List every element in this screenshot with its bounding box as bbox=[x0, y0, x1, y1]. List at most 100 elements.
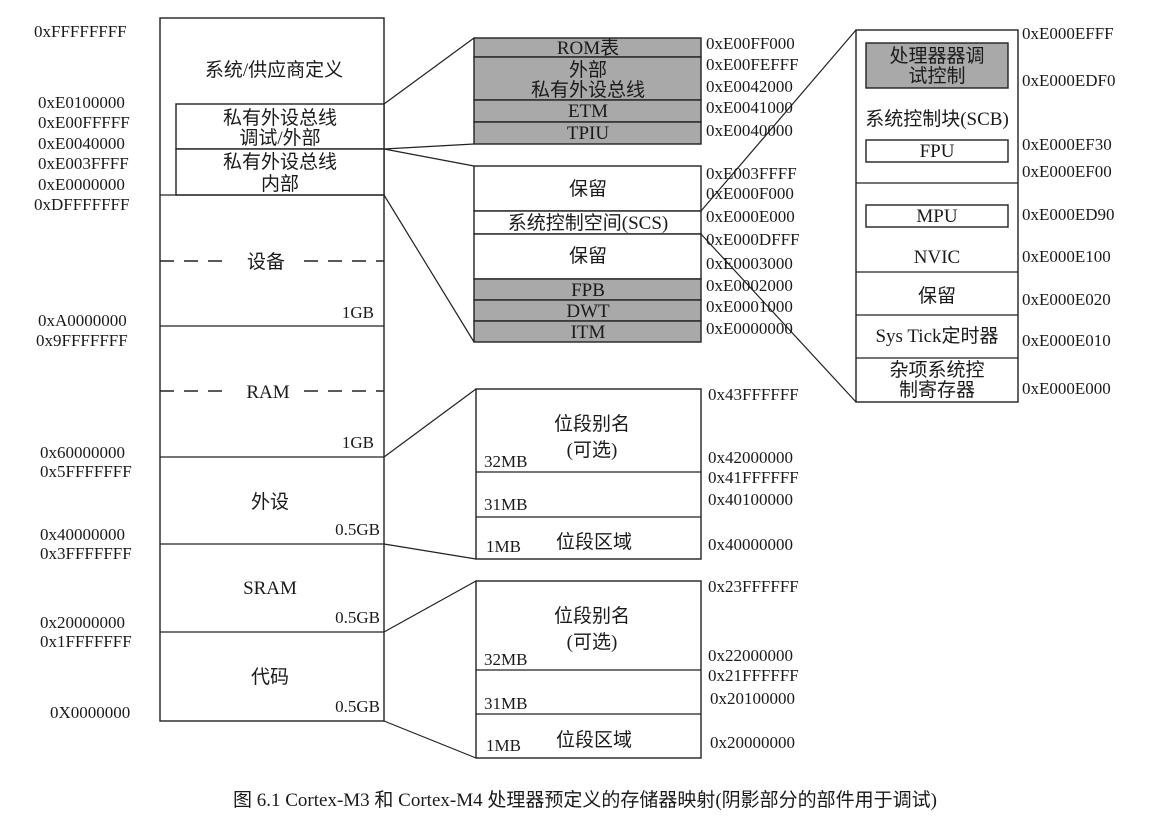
addr-e000e020: 0xE000E020 bbox=[1022, 290, 1111, 309]
addr-e000f000: 0xE000F000 bbox=[706, 184, 794, 203]
scs-label: 系统控制空间(SCS) bbox=[508, 212, 668, 234]
bb-sram-alias-label-1: 位段别名 bbox=[554, 605, 630, 627]
external-label-2: 私有外设总线 bbox=[531, 79, 645, 101]
addr-41ffffff: 0x41FFFFFF bbox=[708, 468, 799, 487]
addr-e0001000: 0xE0001000 bbox=[706, 297, 793, 316]
bb-sram-size-1: 1MB bbox=[486, 736, 521, 755]
addr-22000000: 0x22000000 bbox=[708, 646, 793, 665]
ppb-external-label-1: 私有外设总线 bbox=[223, 107, 337, 129]
bb-periph-frame bbox=[475, 388, 702, 560]
misc-label-1: 杂项系统控 bbox=[889, 359, 984, 381]
ppb-external-detail: ROM表 外部 私有外设总线 ETM TPIU 0xE00FF000 0xE00… bbox=[473, 34, 799, 145]
ram-region-label: RAM bbox=[246, 382, 289, 403]
addr-43ffffff: 0x43FFFFFF bbox=[708, 385, 799, 404]
connector-scs-bottom bbox=[700, 233, 857, 403]
addr-40000000-bb: 0x40000000 bbox=[708, 535, 793, 554]
addr-dfffffff: 0xDFFFFFFF bbox=[34, 195, 129, 214]
addr-40100000: 0x40100000 bbox=[708, 490, 793, 509]
bitband-peripheral-detail: 位段别名 (可选) 32MB 31MB 1MB 位段区域 0x43FFFFFF … bbox=[475, 385, 799, 560]
addr-e000e000-ppb: 0xE000E000 bbox=[706, 207, 795, 226]
etm-label: ETM bbox=[568, 101, 608, 122]
nvic-label: NVIC bbox=[914, 247, 960, 268]
vendor-region-label: 系统/供应商定义 bbox=[205, 59, 343, 81]
scb-label: 系统控制块(SCB) bbox=[865, 108, 1009, 130]
addr-e0000000: 0xE0000000 bbox=[38, 175, 125, 194]
addr-00000000: 0X0000000 bbox=[50, 703, 130, 722]
addr-e0040000: 0xE0040000 bbox=[38, 134, 125, 153]
addr-42000000: 0x42000000 bbox=[708, 448, 793, 467]
addr-20100000: 0x20100000 bbox=[710, 689, 795, 708]
connector-scs-top bbox=[700, 29, 857, 212]
addr-40000000: 0x40000000 bbox=[40, 525, 125, 544]
figure-caption: 图 6.1 Cortex-M3 和 Cortex-M4 处理器预定义的存储器映射… bbox=[233, 789, 937, 811]
addr-20000000-bb: 0x20000000 bbox=[710, 733, 795, 752]
addr-e000edf0: 0xE000EDF0 bbox=[1022, 71, 1116, 90]
connector-ppb-int-top bbox=[383, 148, 475, 167]
ram-label-mask bbox=[232, 378, 302, 404]
bb-sram-region-label: 位段区域 bbox=[556, 729, 632, 751]
bb-periph-size-1: 1MB bbox=[486, 537, 521, 556]
addr-e0040000-detail: 0xE0040000 bbox=[706, 121, 793, 140]
mpu-block bbox=[865, 204, 1009, 228]
addr-9fffffff: 0x9FFFFFFF bbox=[36, 331, 128, 350]
device-label-mask bbox=[228, 248, 304, 274]
ppb-internal-detail: 保留 系统控制空间(SCS) 保留 FPB DWT ITM 0xE003FFFF… bbox=[473, 164, 800, 343]
bb-periph-size-32: 32MB bbox=[484, 452, 527, 471]
connector-bb-sram-bottom bbox=[383, 720, 477, 759]
code-region-label: 代码 bbox=[251, 666, 289, 688]
addr-e000ed90: 0xE000ED90 bbox=[1022, 205, 1115, 224]
addr-e003ffff-detail: 0xE003FFFF bbox=[706, 164, 797, 183]
ppb-internal-label-2: 内部 bbox=[261, 173, 299, 195]
addr-e00fffff: 0xE00FFFFF bbox=[38, 113, 130, 132]
itm-block bbox=[473, 320, 702, 343]
addr-e000dfff: 0xE000DFFF bbox=[706, 230, 800, 249]
addr-e000ef30: 0xE000EF30 bbox=[1022, 135, 1112, 154]
tpiu-label: TPIU bbox=[567, 123, 610, 144]
dwt-label: DWT bbox=[566, 301, 610, 322]
ram-size-label: 1GB bbox=[342, 433, 374, 452]
rom-table-label: ROM表 bbox=[557, 37, 619, 59]
addr-e0003000: 0xE0003000 bbox=[706, 254, 793, 273]
bb-periph-alias-label-2: (可选) bbox=[567, 439, 618, 461]
reserved-mid-label: 保留 bbox=[569, 245, 607, 267]
addr-e000ef00: 0xE000EF00 bbox=[1022, 162, 1112, 181]
addr-e0000000-detail: 0xE0000000 bbox=[706, 319, 793, 338]
addr-e0100000: 0xE0100000 bbox=[38, 93, 125, 112]
addr-e003ffff: 0xE003FFFF bbox=[38, 154, 129, 173]
mpu-label: MPU bbox=[916, 206, 957, 227]
connector-bb-periph-bottom bbox=[383, 543, 477, 560]
addr-e0042000: 0xE0042000 bbox=[706, 77, 793, 96]
debug-control-label-2: 试控制 bbox=[908, 65, 965, 87]
fpu-label: FPU bbox=[920, 141, 955, 162]
addr-e00fefff: 0xE00FEFFF bbox=[706, 55, 799, 74]
bitband-sram-detail: 位段别名 (可选) 32MB 31MB 1MB 位段区域 0x23FFFFFF … bbox=[475, 577, 799, 759]
device-region-label: 设备 bbox=[247, 251, 285, 273]
addr-a0000000: 0xA0000000 bbox=[38, 311, 127, 330]
reserved-top-label: 保留 bbox=[569, 178, 607, 200]
addr-e0041000: 0xE0041000 bbox=[706, 98, 793, 117]
connector-ppb-ext-bottom bbox=[383, 143, 475, 150]
tpiu-block bbox=[473, 121, 702, 145]
addr-e000e010: 0xE000E010 bbox=[1022, 331, 1111, 350]
bb-sram-size-31: 31MB bbox=[484, 694, 527, 713]
addr-1fffffff: 0x1FFFFFFF bbox=[40, 632, 132, 651]
device-size-label: 1GB bbox=[342, 303, 374, 322]
addr-e0002000: 0xE0002000 bbox=[706, 276, 793, 295]
addr-23ffffff: 0x23FFFFFF bbox=[708, 577, 799, 596]
addr-21ffffff: 0x21FFFFFF bbox=[708, 666, 799, 685]
ppb-internal-label-1: 私有外设总线 bbox=[223, 151, 337, 173]
fpu-block bbox=[865, 139, 1009, 163]
connector-bb-sram-top bbox=[383, 580, 477, 633]
fpb-label: FPB bbox=[571, 280, 605, 301]
addr-e000e100: 0xE000E100 bbox=[1022, 247, 1111, 266]
reserved-mid-block bbox=[473, 233, 702, 280]
bb-sram-size-32: 32MB bbox=[484, 650, 527, 669]
scs-detail: 处理器器调 试控制 系统控制块(SCB) FPU MPU NVIC 保留 Sys… bbox=[855, 24, 1116, 403]
itm-label: ITM bbox=[571, 322, 606, 343]
connector-ppb-int-bottom bbox=[383, 194, 475, 343]
scs-reserved-label: 保留 bbox=[918, 285, 956, 307]
peripheral-size-label: 0.5GB bbox=[335, 520, 380, 539]
addr-ffffffff: 0xFFFFFFFF bbox=[34, 22, 127, 41]
